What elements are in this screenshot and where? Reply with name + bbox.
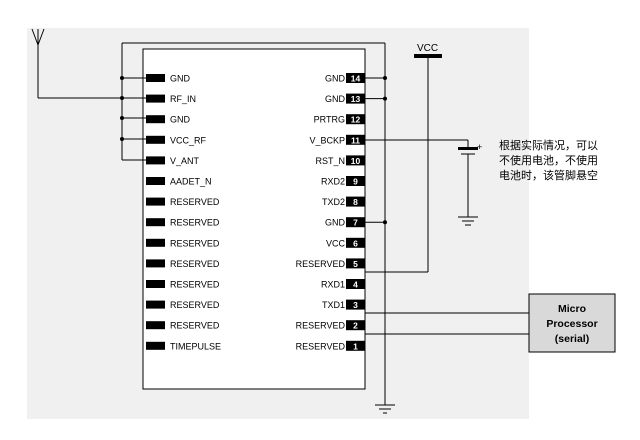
right-pin-label: RESERVED [296,341,346,351]
left-pin-pad [146,94,165,103]
right-pin-pad [346,176,365,186]
left-pin-pad [146,177,165,185]
right-pin-label: RXD2 [321,177,345,187]
right-pin-label: GND [325,94,346,104]
micro-processor-box: Micro Processor (serial) [528,293,616,353]
left-pin-pad [146,259,165,268]
right-pin-label: GND [325,74,346,84]
right-pin-label: RESERVED [296,321,346,331]
left-pin-pad [146,115,165,124]
right-pin-number: 14 [351,74,361,84]
left-pin-label: RESERVED [170,300,220,310]
left-pin-label: VCC_RF [170,135,207,145]
left-pin-pad [146,341,165,350]
right-pin-pad [346,93,365,104]
right-pin-pad [346,155,365,166]
left-pin-pad [146,321,165,330]
right-pin-pad [346,114,365,125]
left-pin-label: GND [170,115,191,125]
right-pin-number: 8 [353,197,358,207]
left-pin-pad [146,74,165,82]
right-pin-number: 2 [353,321,358,331]
left-pin-label: AADET_N [170,177,212,187]
left-pin-pad [146,280,165,288]
left-pin-label: RF_IN [170,94,196,104]
right-pin-number: 10 [351,156,361,166]
left-pin-pad [146,156,165,165]
processor-line-2: Processor [546,318,597,330]
right-pin-number: 6 [353,238,358,248]
right-pin-number: 4 [353,280,358,290]
left-pin-label: RESERVED [170,321,220,331]
right-pin-pad [346,73,365,83]
right-pin-label: RXD1 [321,280,345,290]
left-pin-label: GND [170,74,191,84]
left-pin-label: RESERVED [170,238,220,248]
right-pin-pad [346,196,365,207]
left-pin-label: RESERVED [170,280,220,290]
left-pin-label: V_ANT [170,156,200,166]
right-pin-pad [346,134,365,145]
vcc-rail: VCC [365,43,442,273]
note-line-2: 不使用电池，不使用 [499,154,598,167]
module-body [142,48,366,390]
right-pin-label: RESERVED [296,259,346,269]
right-pin-column: 14GND13GND12PRTRG11V_BCKP10RST_N9RXD28TX… [296,73,365,351]
right-pin-pad [346,340,365,351]
right-pin-pad [346,320,365,331]
left-pin-label: TIMEPULSE [170,341,221,351]
gnd-junction [383,96,387,101]
processor-line-1: Micro [558,303,586,315]
processor-line-3: (serial) [555,333,589,345]
battery-icon [365,139,478,226]
gnd-junction [383,76,387,80]
gnd-junction [383,220,387,225]
serial-lines [365,312,529,335]
right-pin-label: PRTRG [314,115,345,125]
right-pin-pad [346,299,365,310]
right-pin-number: 12 [351,115,361,125]
left-pin-label: RESERVED [170,218,220,228]
vcc-label: VCC [417,43,438,54]
ground-symbol-bottom [375,404,395,414]
right-pin-pad [346,217,365,228]
right-pin-pad [346,237,365,248]
left-pin-pad [146,135,165,144]
right-pin-number: 1 [353,341,358,351]
battery-note: 根据实际情况，可以 不使用电池，不使用 电池时，该管脚悬空 [499,138,635,183]
right-pin-number: 9 [353,177,358,187]
right-pin-label: VCC [326,238,346,248]
right-pin-number: 5 [353,259,358,269]
right-pin-label: TXD2 [322,197,345,207]
right-pin-label: RST_N [315,156,345,166]
right-pin-label: GND [325,218,346,228]
right-pin-pad [346,279,365,289]
left-pin-pad [146,238,165,247]
right-pin-pad [346,258,365,269]
note-line-1: 根据实际情况，可以 [499,139,598,152]
right-pin-number: 13 [351,94,361,104]
right-pin-label: V_BCKP [309,135,345,145]
left-pin-pad [146,300,165,309]
left-bus-junctions [120,76,124,141]
left-pin-pad [146,197,165,206]
left-pin-label: RESERVED [170,259,220,269]
left-pin-column: GND RF_IN GND VCC_RF V_ANT AADET_N RESERVED RES… [146,74,221,351]
note-line-3: 电池时，该管脚悬空 [499,169,598,182]
battery-polarity: + [477,142,482,152]
left-pin-label: RESERVED [170,197,220,207]
right-pin-number: 11 [351,135,360,145]
right-pin-number: 7 [353,218,358,228]
right-pin-number: 3 [353,300,358,310]
right-pin-wires [365,76,387,225]
left-pin-pad [146,218,165,227]
right-pin-label: TXD1 [322,300,345,310]
antenna-icon [31,28,45,98]
